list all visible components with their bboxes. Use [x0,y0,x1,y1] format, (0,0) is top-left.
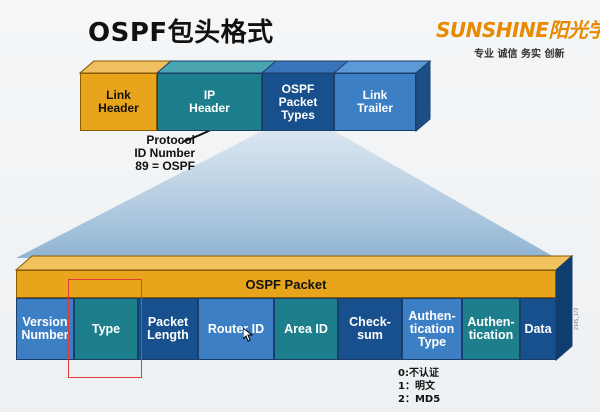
field-packet-length: Packet Length [138,298,198,360]
packet-side-face [555,254,573,362]
field-checksum: Check- sum [338,298,402,360]
authentication-type-notes: 0:不认证 1：明文 2：MD5 [398,367,440,406]
ospf-packet-types-label: OSPF Packet Types [278,81,318,122]
field-label: Data [524,321,552,336]
field-label: Authen- tication Type [408,308,456,349]
field-area-id: Area ID [274,298,338,360]
auth-note: 1：明文 [398,381,435,392]
link-trailer-label: Link Trailer [356,88,394,115]
auth-note: 0:不认证 [398,368,439,379]
page-title: OSPF包头格式 [88,18,274,48]
field-label: Type [91,321,121,336]
field-label: Router ID [207,321,265,336]
field-label: Packet Length [147,315,189,342]
field-authentication: Authen- tication [462,298,520,360]
field-label: Area ID [284,321,328,336]
top-frame-side-face [415,59,431,133]
ospf-packet-types-cell: OSPF Packet Types [262,73,334,131]
ospf-packet-label: OSPF Packet [245,276,327,292]
ip-header-cell: IP Header [157,73,262,131]
mouse-cursor-icon [243,328,253,342]
packet-top-face [14,255,574,271]
logo-wordmark: SUNSHINE阳光学苑 [436,18,600,42]
field-data: Data [520,298,556,360]
zoom-projection [16,131,556,258]
ip-header-label: IP Header [189,88,230,115]
field-version-number: Version Number [16,298,74,360]
field-label: Check- sum [349,315,391,342]
auth-note: 2：MD5 [398,394,441,405]
field-authentication-type: Authen- tication Type [402,298,462,360]
logo-tagline: 专业 诚信 务实 创新 [474,49,565,60]
link-header-cell: Link Header [80,73,157,131]
protocol-id-annotation: Protocol ID Number 89 = OSPF [134,133,195,173]
field-type: Type [74,298,138,360]
field-label: Authen- tication [467,315,515,342]
slide-code: 2145_172 [574,307,580,330]
field-router-id: Router ID [198,298,274,360]
type-field-highlight [68,279,142,378]
field-label: Version Number [21,315,69,342]
ospf-packet-band: OSPF Packet [16,270,556,298]
link-trailer-cell: Link Trailer [334,73,416,131]
link-header-label: Link Header [98,88,139,115]
sunshine-logo: SUNSHINE阳光学苑 专业 诚信 务实 创新 [436,14,600,62]
